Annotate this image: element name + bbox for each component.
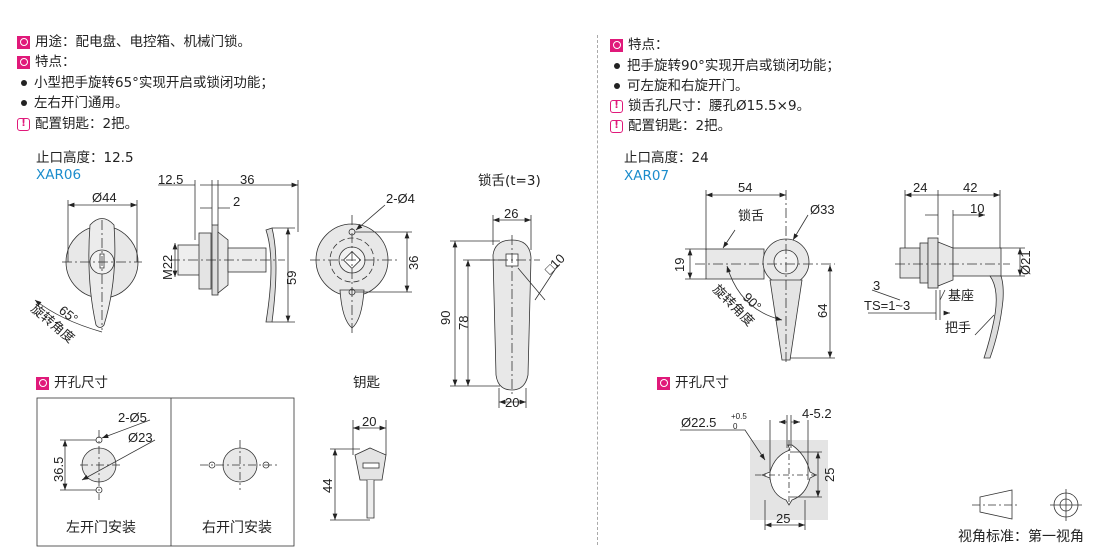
section-marker-icon (610, 38, 623, 52)
dim-label: 2 (233, 194, 240, 209)
dim-label: 90 (438, 311, 453, 325)
feature-item: 左右开门通用。 (17, 94, 129, 112)
dim-label: 20 (362, 414, 376, 429)
cutout-title: 开孔尺寸 (657, 374, 729, 392)
projection-label: 视角标准：第一视角 (958, 529, 1084, 545)
bullet-icon (614, 63, 620, 69)
feature-item: 把手旋转90°实现开启或锁闭功能； (610, 57, 840, 75)
dim-label: 3 (873, 278, 880, 293)
dim-label: Ø23 (128, 430, 153, 445)
dim-label: 42 (963, 180, 977, 195)
keys-note: ! 配置钥匙：2把。 (610, 117, 731, 135)
dim-label: 44 (320, 479, 335, 493)
tongue-label: 锁舌 (738, 208, 764, 223)
feature-item: 可左旋和右旋开门。 (610, 77, 749, 95)
dim-label: M22 (160, 255, 175, 280)
dim-label: Ø21 (1018, 250, 1033, 275)
dim-label: 4-5.2 (802, 406, 832, 421)
tolerance-lower: 0 (733, 422, 738, 431)
xar06-front-view (34, 200, 142, 333)
xar06-back-view (310, 204, 412, 335)
dim-label: Ø22.5 (681, 415, 716, 430)
dim-label: 36.5 (51, 457, 66, 482)
first-angle-projection-icon (972, 489, 1082, 521)
xar07-side-view (868, 190, 1025, 359)
model-code: XAR07 (624, 168, 670, 184)
keys-note-text: 配置钥匙：2把。 (628, 118, 732, 134)
dim-label: 78 (456, 316, 471, 330)
xar07-cutout (680, 415, 828, 530)
flange-height: 止口高度：12.5 (36, 150, 134, 166)
section-marker-icon (36, 376, 49, 390)
dim-label: 12.5 (158, 172, 183, 187)
dim-label: 64 (815, 304, 830, 318)
dim-label: 25 (776, 511, 790, 526)
bullet-icon (21, 80, 27, 86)
section-marker-icon (657, 376, 670, 390)
dim-label: 59 (284, 271, 299, 285)
dim-label: 2-Ø5 (118, 410, 147, 425)
dim-label: 2-Ø4 (386, 191, 415, 206)
tolerance-upper: +0.5 (731, 412, 747, 421)
section-marker-icon (17, 55, 30, 69)
column-divider (597, 35, 598, 545)
section-marker-icon (17, 35, 30, 49)
feature-text: 左右开门通用。 (34, 95, 129, 111)
cutout-title: 开孔尺寸 (36, 374, 108, 392)
dim-label: 19 (672, 258, 687, 272)
key-title: 钥匙 (353, 375, 380, 391)
dim-label: 20 (505, 395, 519, 410)
dim-label: 26 (504, 206, 518, 221)
usage-text: 用途：配电盘、电控箱、机械门锁。 (35, 34, 251, 50)
xar06-cutout (36, 397, 295, 547)
left-door-label: 左开门安装 (66, 519, 136, 535)
dim-label: 54 (738, 180, 752, 195)
keys-note-text: 配置钥匙：2把。 (35, 116, 139, 132)
dim-label: Ø33 (810, 202, 835, 217)
warning-icon: ! (610, 119, 623, 133)
keys-note: ! 配置钥匙：2把。 (17, 115, 138, 133)
base-label: 基座 (948, 288, 974, 303)
feature-text: 可左旋和右旋开门。 (627, 78, 749, 94)
tongue-hole-text: 锁舌孔尺寸：腰孔Ø15.5×9。 (628, 98, 811, 114)
feature-item: 小型把手旋转65°实现开启或锁闭功能； (17, 74, 274, 92)
dim-label: 10 (970, 201, 984, 216)
handle-label: 把手 (945, 320, 971, 335)
features-title: 特点： (17, 53, 76, 71)
dim-label: □10 (542, 251, 568, 277)
feature-text: 小型把手旋转65°实现开启或锁闭功能； (34, 75, 274, 91)
warning-icon: ! (17, 117, 30, 131)
feature-text: 把手旋转90°实现开启或锁闭功能； (627, 58, 840, 74)
flange-height: 止口高度：24 (624, 150, 709, 166)
features-title-text: 特点： (628, 37, 669, 53)
xar06-tongue (450, 215, 559, 408)
dim-label: Ø44 (92, 190, 117, 205)
warning-icon: ! (610, 99, 623, 113)
xar07-front-view (685, 190, 835, 365)
key-drawing (330, 420, 387, 521)
bullet-icon (614, 83, 620, 89)
right-door-label: 右开门安装 (202, 519, 272, 535)
features-title: 特点： (610, 36, 669, 54)
tongue-hole-note: ! 锁舌孔尺寸：腰孔Ø15.5×9。 (610, 97, 810, 115)
usage-line: 用途：配电盘、电控箱、机械门锁。 (17, 33, 251, 51)
tongue-title: 锁舌(t=3) (478, 173, 541, 189)
dim-label: 25 (822, 468, 837, 482)
dim-label: 24 (913, 180, 927, 195)
features-title-text: 特点： (35, 54, 76, 70)
model-code: XAR06 (36, 167, 82, 183)
dim-label: 36 (406, 256, 421, 270)
dim-label: TS=1~3 (864, 298, 910, 313)
bullet-icon (21, 100, 27, 106)
dim-label: 36 (240, 172, 254, 187)
xar06-side-view (158, 180, 298, 323)
cutout-title-text: 开孔尺寸 (675, 375, 729, 391)
cutout-title-text: 开孔尺寸 (54, 375, 108, 391)
